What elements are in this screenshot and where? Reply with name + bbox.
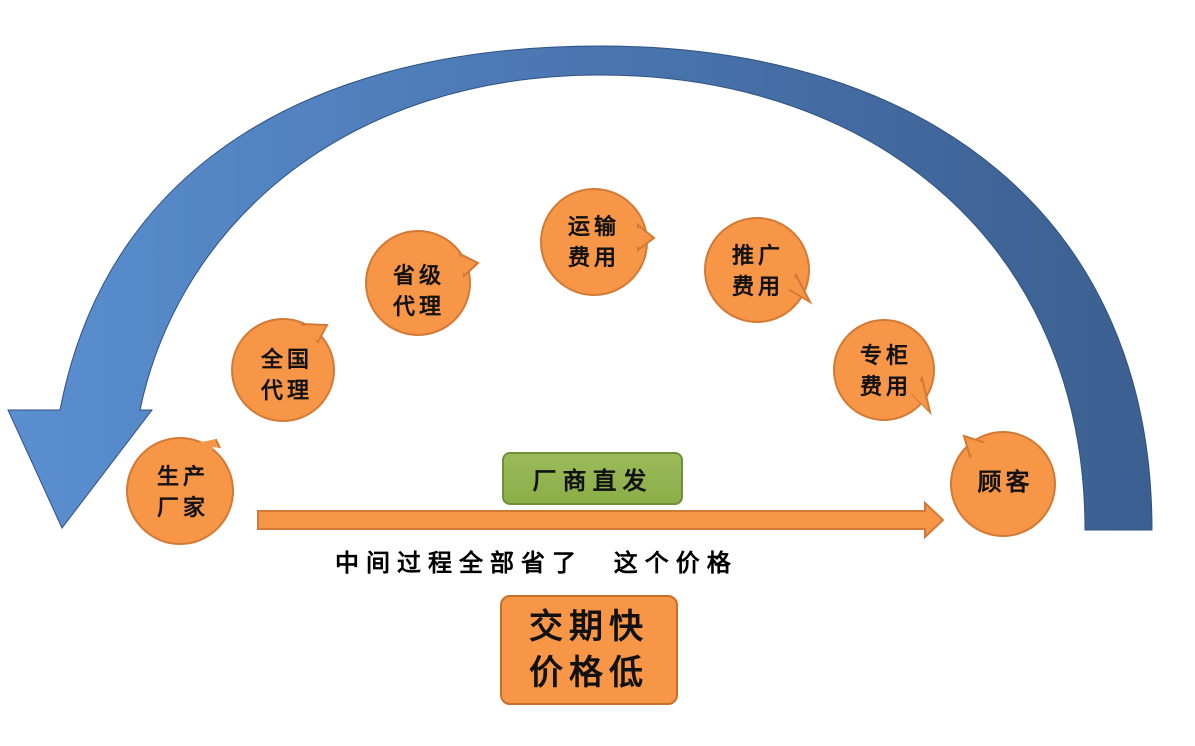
bubble-line: 省级 (392, 264, 445, 289)
bubble-line: 专柜 (859, 344, 912, 369)
return-arc-arrow (7, 45, 1153, 531)
bubble-promotion-cost (704, 217, 813, 323)
bubble-line: 生产 (156, 465, 209, 490)
result-line-1: 交期快 (529, 607, 649, 647)
bubble-line: 代理 (260, 379, 313, 404)
bubble-shipping-cost (540, 188, 656, 296)
bubble-label-customer: 顾客 (968, 467, 1043, 498)
bubble-label-counter-cost: 专柜 费用 (851, 341, 921, 403)
bubble-line: 运输 (567, 215, 620, 240)
bubble-manufacturer (126, 437, 234, 545)
bubble-national-agent (231, 318, 335, 422)
bubble-label-shipping-cost: 运输 费用 (559, 212, 629, 274)
bubble-line: 顾客 (977, 468, 1034, 496)
bubble-label-provincial-agent: 省级 代理 (384, 261, 454, 323)
bubble-line: 厂家 (156, 496, 209, 521)
bubble-customer (950, 431, 1056, 537)
result-line-2: 价格低 (529, 653, 649, 693)
bubble-line: 费用 (567, 246, 620, 271)
direct-shipping-label: 厂商直发 (502, 452, 683, 505)
bubble-line: 全国 (260, 348, 313, 373)
bubble-label-promotion-cost: 推广 费用 (723, 241, 793, 303)
bubble-line: 费用 (859, 375, 912, 400)
bubble-counter-cost (833, 319, 935, 421)
direct-arrow (257, 500, 945, 540)
middle-caption: 中间过程全部省了 这个价格 (335, 549, 738, 577)
bubble-label-manufacturer: 生产 厂家 (148, 462, 218, 524)
bubble-line: 费用 (731, 275, 784, 300)
result-box: 交期快 价格低 (500, 595, 678, 705)
bubble-line: 推广 (731, 244, 784, 269)
bubble-line: 代理 (392, 295, 445, 320)
bubble-label-national-agent: 全国 代理 (252, 345, 322, 407)
bubble-provincial-agent (365, 230, 480, 336)
